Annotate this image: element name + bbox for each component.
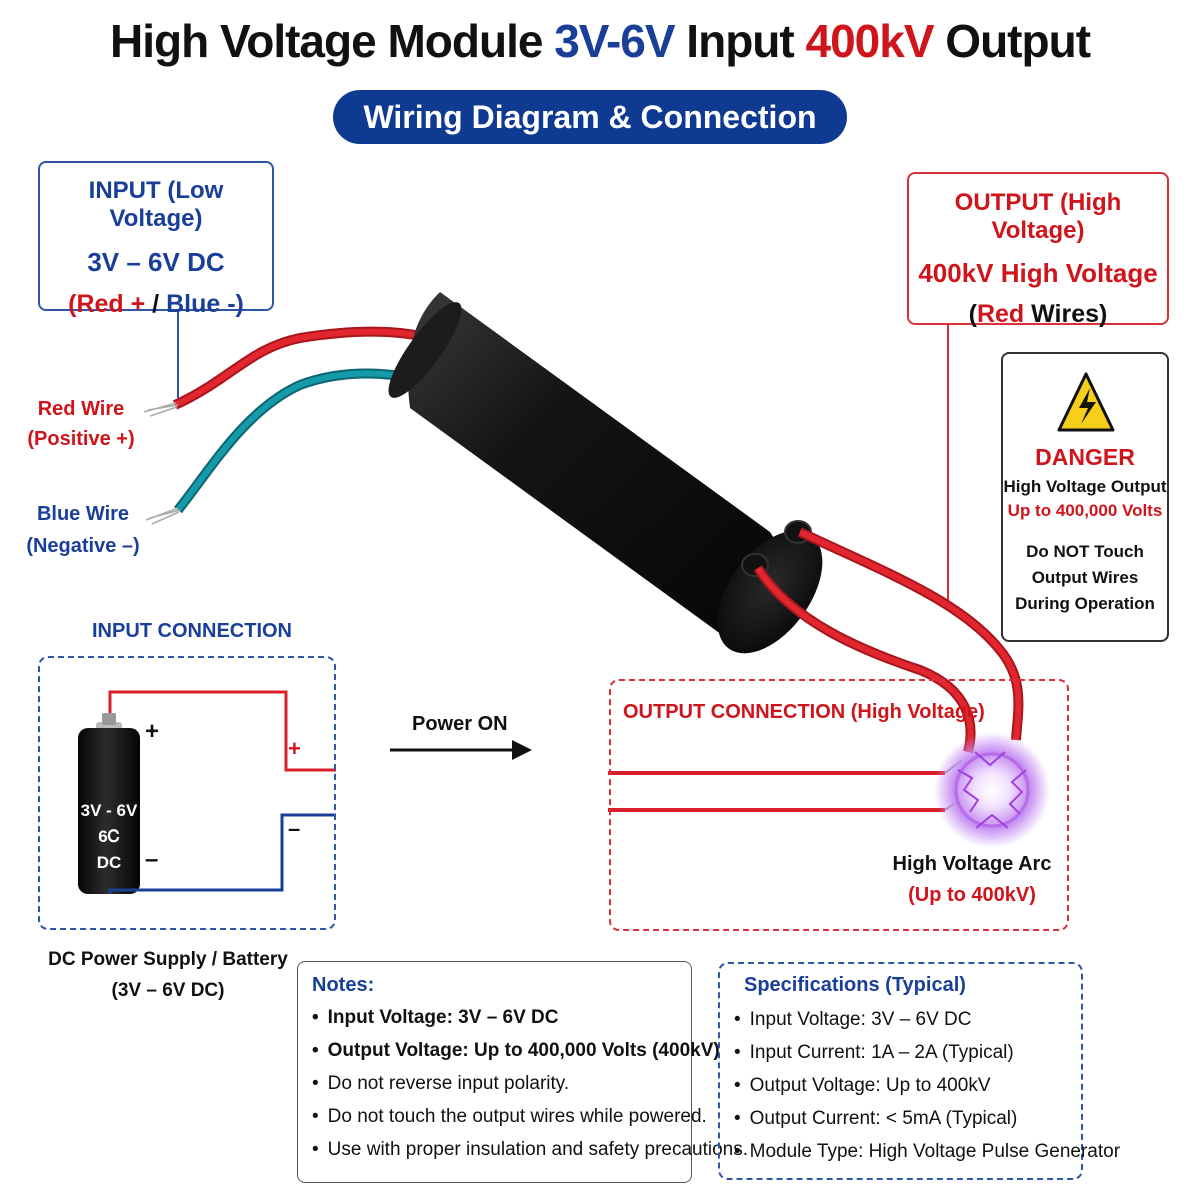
terminal-minus-sign: – <box>288 816 301 841</box>
power-on-label: Power ON <box>412 713 508 735</box>
high-voltage-warning-icon <box>1057 372 1115 432</box>
battery-negative-lead <box>108 813 336 894</box>
input-spec-box: INPUT (Low Voltage) 3V – 6V DC (Red + / … <box>38 161 274 318</box>
specifications-list: Input Voltage: 3V – 6V DC Input Current:… <box>720 1003 1120 1168</box>
output-spec-box: OUTPUT (High Voltage) 400kV High Voltage… <box>907 172 1169 328</box>
notes-panel: Notes: Input Voltage: 3V – 6V DC Output … <box>297 961 748 1183</box>
list-item: Input Current: 1A – 2A (Typical) <box>734 1036 1081 1069</box>
red-wire-label: Red Wire (Positive +) <box>27 398 135 450</box>
title-input-range: 3V-6V <box>554 15 675 67</box>
specifications-panel: Specifications (Typical) Input Voltage: … <box>718 962 1120 1180</box>
list-item: Output Voltage: Up to 400kV <box>734 1069 1081 1102</box>
red-input-wire <box>172 326 421 410</box>
subtitle-banner: Wiring Diagram & Connection Guide <box>333 90 847 189</box>
notes-list: Input Voltage: 3V – 6V DC Output Voltage… <box>298 1001 748 1166</box>
list-item: Output Current: < 5mA (Typical) <box>734 1102 1081 1135</box>
input-box-voltage: 3V – 6V DC <box>87 247 225 277</box>
list-item: Input Voltage: 3V – 6V DC <box>312 1001 691 1034</box>
list-item: Module Type: High Voltage Pulse Generato… <box>734 1135 1120 1168</box>
list-item: Input Voltage: 3V – 6V DC <box>734 1003 1081 1036</box>
high-voltage-module-body <box>388 292 823 654</box>
battery-minus-sign: – <box>145 846 159 873</box>
page-title: High Voltage Module 3V-6V Input 400kV Ou… <box>109 15 1091 67</box>
blue-wire-label: Blue Wire (Negative –) <box>26 503 140 557</box>
battery-plus-sign: + <box>145 718 160 745</box>
high-voltage-arc <box>934 732 1050 848</box>
list-item: Do not reverse input polarity. <box>312 1067 691 1100</box>
output-box-heading: OUTPUT (High Voltage) <box>954 189 1122 244</box>
specifications-heading: Specifications (Typical) <box>744 974 966 996</box>
input-box-polarity: (Red + / Blue -) <box>68 290 244 318</box>
input-box-heading: INPUT (Low Voltage) <box>88 177 224 232</box>
battery-label: 3V - 6V 6Ꮯ DC <box>80 801 138 872</box>
output-box-voltage: 400kV High Voltage <box>918 258 1158 288</box>
input-connection-title: INPUT CONNECTION <box>92 620 292 642</box>
list-item: Output Voltage: Up to 400,000 Volts (400… <box>312 1034 720 1067</box>
list-item: Do not touch the output wires while powe… <box>312 1100 707 1133</box>
title-output-voltage: 400kV <box>805 15 935 67</box>
list-item: Use with proper insulation and safety pr… <box>312 1133 748 1166</box>
arc-label: High Voltage Arc (Up to 400kV) <box>892 853 1052 906</box>
battery <box>78 713 140 894</box>
power-supply-caption: DC Power Supply / Battery (3V – 6V DC) <box>48 949 288 1001</box>
input-connection-panel <box>38 656 336 930</box>
danger-instructions: Do NOT Touch Output Wires During Operati… <box>1015 542 1155 613</box>
teal-input-wire <box>174 368 415 514</box>
output-connection-title: OUTPUT CONNECTION (High Voltage) <box>623 701 985 723</box>
battery-positive-lead <box>108 690 336 772</box>
output-box-wires: (Red Wires) <box>968 300 1108 328</box>
danger-warning-box: DANGER High Voltage Output Up to 400,000… <box>1001 352 1169 642</box>
notes-heading: Notes: <box>312 974 375 996</box>
danger-title: DANGER <box>1035 444 1135 470</box>
terminal-plus-sign: + <box>288 736 301 761</box>
output-connection-panel <box>609 679 1069 931</box>
